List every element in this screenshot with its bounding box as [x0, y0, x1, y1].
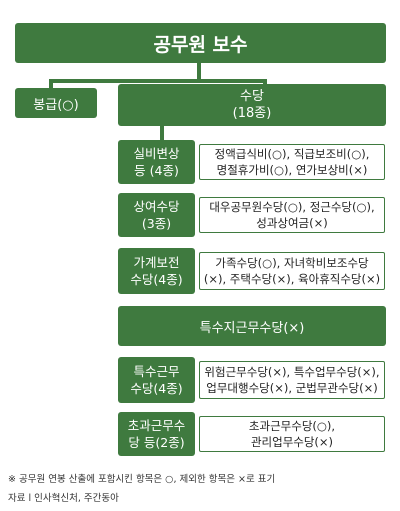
- category-box-silbi: 실비변상 등 (4종): [118, 140, 195, 184]
- category-count: (3종): [141, 216, 172, 231]
- category-count: 수당(4종): [130, 381, 183, 396]
- connector-to-bonggeup: [49, 79, 53, 89]
- sudang-label: 수당: [240, 89, 264, 104]
- page-title: 공무원 보수: [153, 33, 248, 56]
- desc-line: 초과근무수당(○),: [248, 419, 336, 433]
- category-desc-gagye: 가족수당(○), 자녀학비보조수당 (×), 주택수당(×), 육아휴직수당(×…: [199, 252, 385, 290]
- desc-line: 업무대행수당(×), 군법무관수당(×): [206, 381, 378, 395]
- desc-line: 가족수당(○), 자녀학비보조수당: [215, 256, 369, 270]
- desc-line: (×), 주택수당(×), 육아휴직수당(×): [203, 272, 381, 286]
- desc-line: 위험근무수당(×), 특수업무수당(×),: [204, 365, 380, 379]
- category-label: 상여수당: [133, 199, 180, 214]
- special-allowance-box: 특수지근무수당(×): [118, 306, 386, 346]
- category-desc-sangyeo: 대우공무원수당(○), 정근수당(○), 성과상여금(×): [199, 197, 385, 233]
- desc-line: 관리업무수당(×): [250, 435, 334, 449]
- category-desc-silbi: 정액급식비(○), 직급보조비(○), 명절휴가비(○), 연가보상비(×): [199, 144, 385, 180]
- desc-line: 성과상여금(×): [256, 216, 328, 230]
- bonggeup-label: 봉급(○): [33, 97, 79, 113]
- title-box: 공무원 보수: [15, 23, 386, 63]
- category-label: 초과근무수: [127, 418, 186, 433]
- bonggeup-box: 봉급(○): [15, 88, 97, 118]
- connector-title-down: [197, 63, 201, 81]
- category-box-gagye: 가계보전 수당(4종): [118, 248, 195, 294]
- sudang-box: 수당 (18종): [118, 84, 386, 126]
- category-label: 가계보전: [133, 255, 180, 270]
- connector-horizontal: [49, 79, 267, 83]
- category-count: 수당(4종): [130, 272, 183, 287]
- category-count: 등 (4종): [134, 163, 179, 178]
- connector-sudang-spine: [160, 124, 164, 140]
- category-box-teuksu: 특수근무 수당(4종): [118, 357, 195, 403]
- desc-line: 정액급식비(○), 직급보조비(○),: [214, 147, 370, 161]
- source-note: 자료 l 인사혁신처, 주간동아: [8, 493, 119, 504]
- category-box-sangyeo: 상여수당 (3종): [118, 193, 195, 237]
- category-count: 당 등(2종): [128, 435, 185, 450]
- sudang-count: (18종): [232, 106, 272, 121]
- desc-line: 대우공무원수당(○), 정근수당(○),: [209, 200, 375, 214]
- category-desc-chogwa: 초과근무수당(○), 관리업무수당(×): [199, 416, 385, 452]
- category-label: 특수근무: [133, 364, 180, 379]
- category-box-chogwa: 초과근무수 당 등(2종): [118, 412, 195, 456]
- connector-to-sudang: [263, 79, 267, 85]
- footnote: ※ 공무원 연봉 산출에 포함시킨 항목은 ○, 제외한 항목은 ×로 표기: [8, 474, 276, 485]
- desc-line: 명절휴가비(○), 연가보상비(×): [216, 163, 368, 177]
- category-desc-teuksu: 위험근무수당(×), 특수업무수당(×), 업무대행수당(×), 군법무관수당(…: [199, 361, 385, 399]
- category-label: 실비변상: [133, 146, 180, 161]
- special-allowance-label: 특수지근무수당(×): [199, 320, 305, 336]
